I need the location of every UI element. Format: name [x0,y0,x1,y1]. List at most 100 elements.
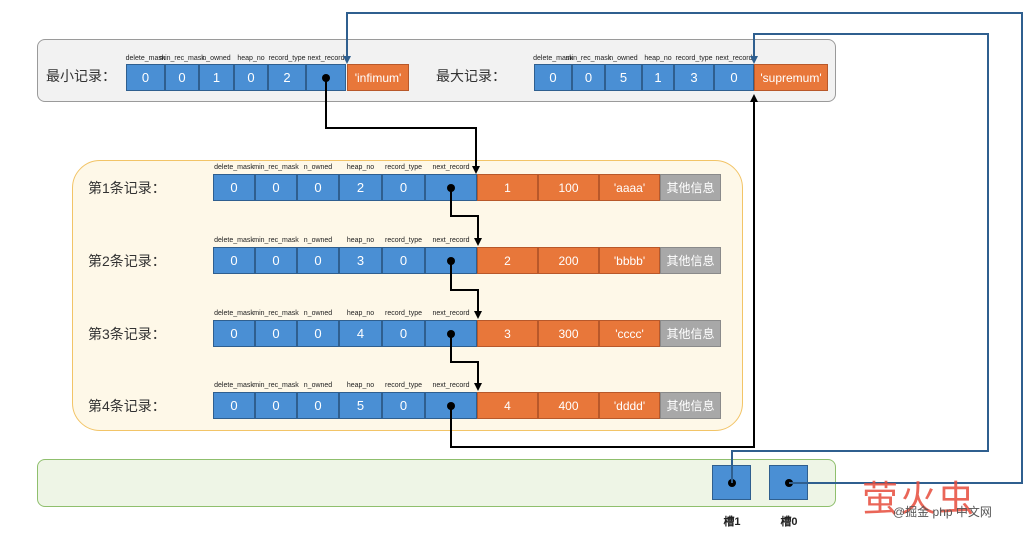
infimum-field-delete-mask: 0 [126,64,165,91]
supremum-header-n-owned: n_owned [609,55,638,62]
record-4-header-record-type: record_type [385,382,422,389]
infimum-header-record-type: record_type [268,55,306,62]
record-2-header-record-type: record_type [385,237,422,244]
supremum-field-record-type: 3 [674,64,714,91]
infimum-next-record-dot [322,74,330,82]
supremum-field-n-owned: 5 [605,64,642,91]
record-1-header-n-owned: n_owned [303,164,333,171]
watermark-logo: 萤火虫 [862,478,977,519]
record-3-label: 第3条记录： [88,326,166,342]
record-4-next-record-dot [447,402,455,410]
supremum-header-next-record: next_record [715,55,753,62]
infimum-header-heap-no: heap_no [237,55,265,62]
supremum-field-heap-no: 1 [642,64,674,91]
record-2-value-1: 2 [477,247,538,274]
infimum-field-heap-no: 0 [234,64,268,91]
record-3-value-3: 'cccc' [599,320,660,347]
record-3-header-record-type: record_type [385,310,422,317]
record-4-value-2: 400 [538,392,599,419]
record-1-field-min-rec-mask: 0 [255,174,297,201]
record-1-field-heap-no: 2 [339,174,382,201]
record-4-field-n-owned: 0 [297,392,339,419]
record-3-header-next-record: next_record [432,310,470,317]
record-4-header-delete-mask: delete_mask [214,382,254,389]
supremum-header-record-type: record_type [675,55,713,62]
record-2-header-min-rec-mask: min_rec_mask [253,237,299,244]
supremum-value: 'supremum' [754,64,828,91]
infimum-label: 最小记录： [46,68,116,84]
record-3-field-record-type: 0 [382,320,425,347]
record-1-extra-info: 其他信息 [660,174,721,201]
record-1-field-n-owned: 0 [297,174,339,201]
record-3-field-delete-mask: 0 [213,320,255,347]
record-2-field-n-owned: 0 [297,247,339,274]
record-2-header-next-record: next_record [432,237,470,244]
record-2-field-min-rec-mask: 0 [255,247,297,274]
record-1-field-record-type: 0 [382,174,425,201]
record-2-value-3: 'bbbb' [599,247,660,274]
record-1-field-delete-mask: 0 [213,174,255,201]
record-3-value-1: 3 [477,320,538,347]
slot-0-label: 槽0 [780,516,798,528]
record-3-field-min-rec-mask: 0 [255,320,297,347]
record-4-header-min-rec-mask: min_rec_mask [253,382,299,389]
record-2-field-record-type: 0 [382,247,425,274]
record-3-extra-info: 其他信息 [660,320,721,347]
record-4-label: 第4条记录： [88,398,166,414]
record-1-value-2: 100 [538,174,599,201]
record-3-header-heap-no: heap_no [346,310,375,317]
slot-1-label: 槽1 [723,516,741,528]
record-1-header-min-rec-mask: min_rec_mask [253,164,299,171]
record-1-label: 第1条记录： [88,180,166,196]
infimum-field-min-rec-mask: 0 [165,64,199,91]
record-1-header-heap-no: heap_no [346,164,375,171]
record-4-header-next-record: next_record [432,382,470,389]
supremum-field-next-record: 0 [714,64,754,91]
record-1-header-delete-mask: delete_mask [214,164,254,171]
record-4-value-3: 'dddd' [599,392,660,419]
record-2-label: 第2条记录： [88,253,166,269]
record-3-header-delete-mask: delete_mask [214,310,254,317]
record-4-header-heap-no: heap_no [346,382,375,389]
record-1-next-record-dot [447,184,455,192]
record-3-value-2: 300 [538,320,599,347]
infimum-header-delete-mask: delete_mask [125,55,166,62]
record-4-value-1: 4 [477,392,538,419]
record-2-field-delete-mask: 0 [213,247,255,274]
infimum-value: 'infimum' [347,64,409,91]
supremum-header-heap-no: heap_no [644,55,672,62]
infimum-field-n-owned: 1 [199,64,234,91]
supremum-label: 最大记录： [436,68,506,84]
record-1-value-3: 'aaaa' [599,174,660,201]
slot-0-pointer-dot [785,479,793,487]
supremum-header-min-rec-mask: min_rec_mask [565,55,612,62]
record-4-field-delete-mask: 0 [213,392,255,419]
record-1-value-1: 1 [477,174,538,201]
record-1-header-next-record: next_record [432,164,470,171]
record-3-field-heap-no: 4 [339,320,382,347]
supremum-field-delete-mask: 0 [534,64,572,91]
infimum-header-next-record: next_record [307,55,345,62]
record-4-field-heap-no: 5 [339,392,382,419]
record-2-header-n-owned: n_owned [303,237,333,244]
infimum-header-n-owned: n_owned [202,55,231,62]
record-2-extra-info: 其他信息 [660,247,721,274]
supremum-field-min-rec-mask: 0 [572,64,605,91]
infimum-field-record-type: 2 [268,64,306,91]
record-1-header-record-type: record_type [385,164,422,171]
record-4-extra-info: 其他信息 [660,392,721,419]
record-4-field-record-type: 0 [382,392,425,419]
record-2-header-delete-mask: delete_mask [214,237,254,244]
watermark-caption: @掘金 php 中文网 [893,505,992,519]
record-2-header-heap-no: heap_no [346,237,375,244]
record-3-header-n-owned: n_owned [303,310,333,317]
record-4-field-min-rec-mask: 0 [255,392,297,419]
record-2-next-record-dot [447,257,455,265]
record-3-field-n-owned: 0 [297,320,339,347]
infimum-header-min-rec-mask: min_rec_mask [159,55,205,62]
slot-1-pointer-dot [728,479,736,487]
record-3-header-min-rec-mask: min_rec_mask [253,310,299,317]
record-2-value-2: 200 [538,247,599,274]
record-2-field-heap-no: 3 [339,247,382,274]
record-3-next-record-dot [447,330,455,338]
